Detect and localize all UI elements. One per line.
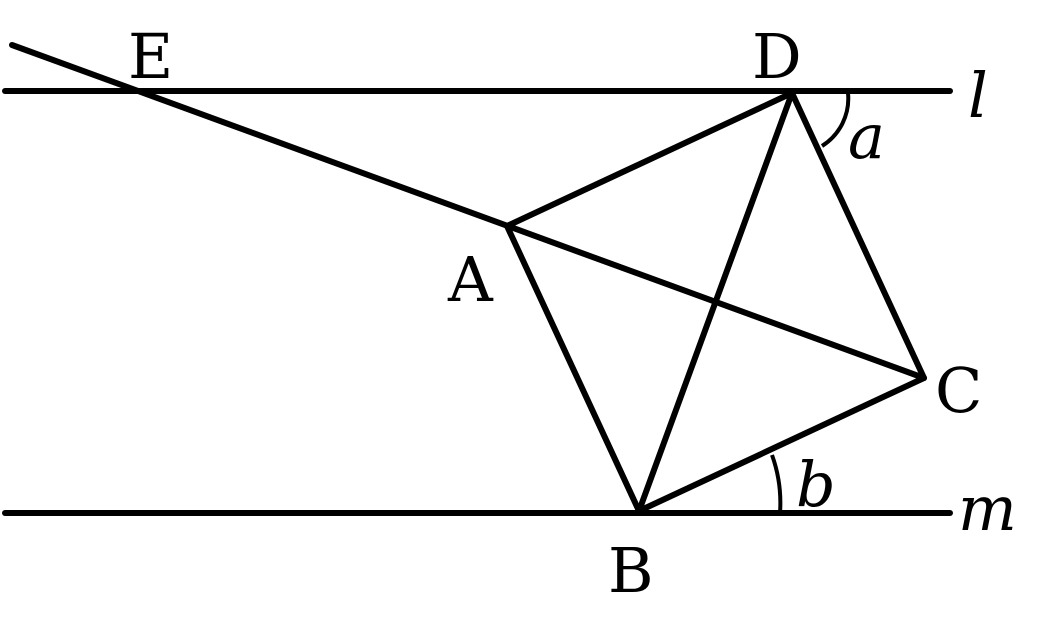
label-point-e: E bbox=[128, 20, 173, 93]
label-point-b: B bbox=[608, 534, 654, 607]
line-eac bbox=[9, 42, 927, 381]
angle-arc-a bbox=[820, 92, 851, 148]
angle-arc-b bbox=[770, 454, 783, 514]
segment-ba bbox=[504, 223, 642, 514]
label-line-l: l bbox=[968, 59, 988, 132]
segment-ad bbox=[504, 90, 795, 229]
label-point-d: D bbox=[752, 20, 802, 93]
label-angle-a: a bbox=[848, 100, 885, 173]
diagonal-bd bbox=[636, 90, 795, 514]
segment-cb bbox=[636, 375, 927, 514]
label-line-m: m bbox=[958, 472, 1017, 545]
label-point-a: A bbox=[447, 243, 494, 316]
label-point-c: C bbox=[935, 354, 982, 427]
label-angle-b: b bbox=[796, 448, 836, 521]
segment-dc bbox=[789, 90, 927, 381]
